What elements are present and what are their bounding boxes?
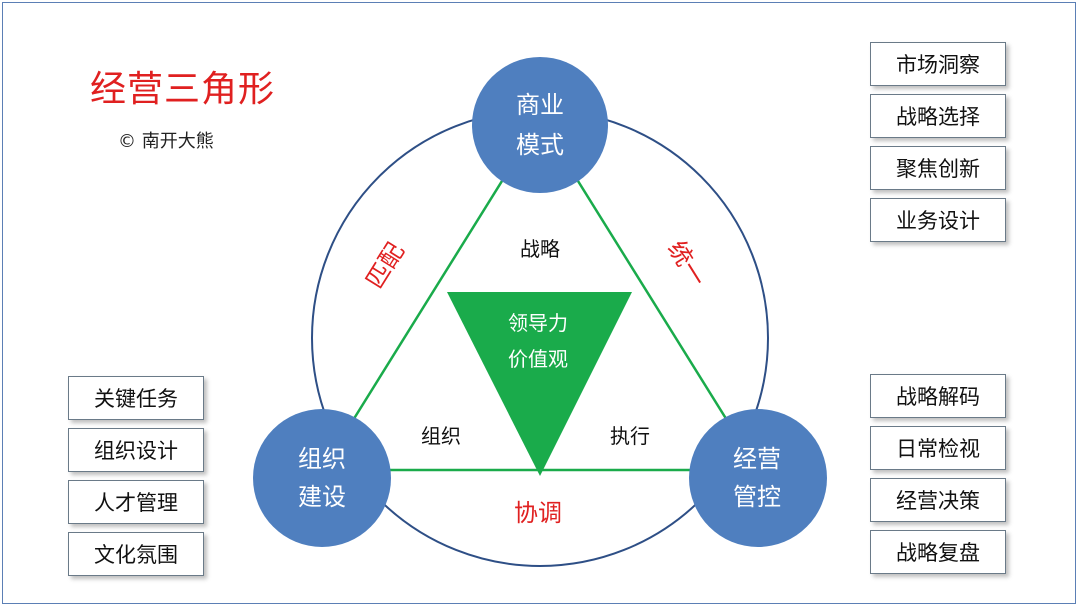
page-title: 经营三角形 bbox=[90, 69, 276, 110]
list-item-culture-atmosphere: 文化氛围 bbox=[68, 532, 204, 576]
relation-label-coordinate: 协调 bbox=[514, 499, 562, 527]
relation-label-match: 匹配 bbox=[361, 238, 410, 294]
node-organization: 组织 建设 bbox=[253, 409, 391, 547]
node-label-line1: 经营 bbox=[733, 445, 781, 473]
node-business-model: 商业 模式 bbox=[472, 57, 608, 193]
edge-label-organization: 组织 bbox=[421, 424, 461, 448]
node-circle bbox=[253, 409, 391, 547]
core-label-values: 价值观 bbox=[508, 347, 568, 371]
node-label-line2: 建设 bbox=[298, 483, 346, 511]
list-item-operation-decision: 经营决策 bbox=[870, 478, 1006, 522]
list-item-strategy-decoding: 战略解码 bbox=[870, 374, 1006, 418]
copyright-note: © 南开大熊 bbox=[118, 131, 214, 152]
list-item-business-design: 业务设计 bbox=[870, 198, 1006, 242]
node-operation-control: 经营 管控 bbox=[689, 409, 827, 547]
list-item-strategy-retrospect: 战略复盘 bbox=[870, 530, 1006, 574]
edge-label-strategy: 战略 bbox=[520, 237, 560, 261]
node-label-line1: 商业 bbox=[516, 91, 564, 119]
edge-label-execution: 执行 bbox=[610, 424, 650, 448]
list-item-key-tasks: 关键任务 bbox=[68, 376, 204, 420]
core-triangle bbox=[447, 292, 632, 476]
core-label-leadership: 领导力 bbox=[508, 311, 568, 335]
list-item-focus-innovation: 聚焦创新 bbox=[870, 146, 1006, 190]
list-item-strategy-selection: 战略选择 bbox=[870, 94, 1006, 138]
list-item-daily-review: 日常检视 bbox=[870, 426, 1006, 470]
relation-label-unify: 统一 bbox=[662, 236, 711, 292]
node-label-line2: 模式 bbox=[516, 131, 564, 159]
node-label-line1: 组织 bbox=[298, 445, 346, 473]
list-item-market-insight: 市场洞察 bbox=[870, 42, 1006, 86]
node-circle bbox=[689, 409, 827, 547]
node-label-line2: 管控 bbox=[733, 483, 781, 511]
node-circle bbox=[472, 57, 608, 193]
list-item-talent-management: 人才管理 bbox=[68, 480, 204, 524]
list-item-org-design: 组织设计 bbox=[68, 428, 204, 472]
